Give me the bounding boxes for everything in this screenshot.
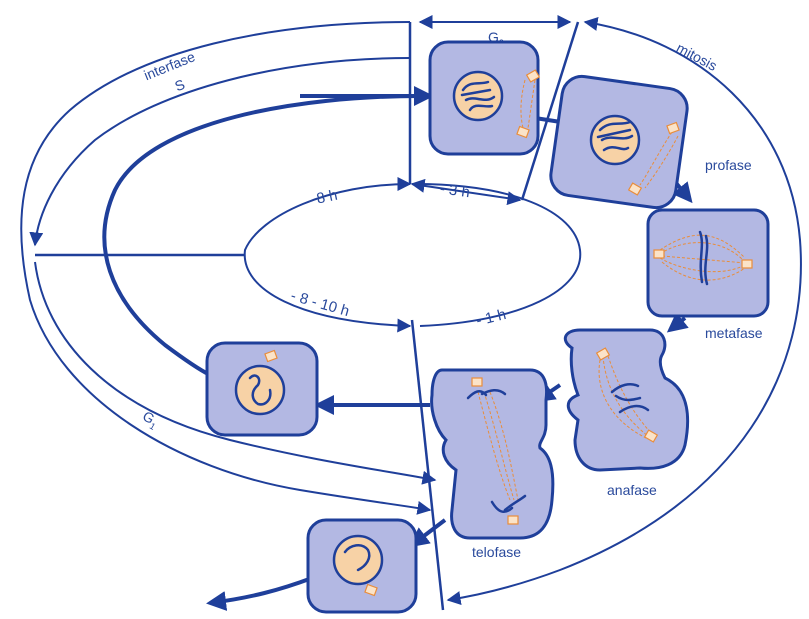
anafase-centrosome-a [595,347,611,361]
mitosis-arc [446,17,802,605]
daughter-nucleus [332,534,384,586]
s-label: S [172,76,187,94]
g1-chromatin [248,374,272,406]
profase-centrosome-b [627,182,643,196]
metafase-centrosome-b [741,259,753,269]
g1-centrosome [264,349,278,363]
metafase-chromosome [698,230,709,286]
anafase-spindle [598,355,653,439]
interfase-outer-arc [20,21,432,515]
metafase-label: metafase [705,325,763,341]
telofase-centrosome-a [471,377,483,387]
profase-centrosome-a [666,121,680,135]
metafase-cell-body [646,208,770,318]
telofase-chromosomes-top [466,389,507,400]
inner-ellipse-right [414,183,582,327]
daughter-centrosome [364,583,378,597]
g1-label: G1 [138,408,161,432]
anafase-label: anafase [607,482,657,498]
s-duration: - 8 h [306,187,339,210]
profase-label: profase [705,157,752,173]
cycle-path-arc [102,94,421,377]
daughter-chromatin [343,544,371,572]
g2-cell [428,40,541,156]
exit-arrow [206,576,313,611]
g1-arc [34,261,437,485]
telofase-centrosome-b [507,515,519,525]
g2-chromosomes [460,80,496,112]
g2-spindle [520,79,536,129]
g1-nucleus [234,364,286,416]
profase-chromosomes [596,120,634,152]
profase-spindle [639,131,679,189]
g2-m-divider [520,21,580,201]
g2-duration: - 3 h [439,180,471,201]
profase-cell [549,74,689,210]
metafase-cell [646,208,770,318]
inner-g2-arrow [410,178,522,206]
g1-cell [205,341,319,437]
g2-centrosome-b [516,125,530,139]
anafase-centrosome-b [643,429,659,443]
anafase-chromosomes [610,383,650,414]
g2-nucleus [452,70,504,122]
metafase-centrosome-a [653,249,665,259]
telofase-label: telofase [472,544,521,560]
m-duration: - 1 h [475,306,508,330]
telofase-spindle [477,391,519,501]
anafase-cell [563,328,690,472]
interfase-label: interfase [141,48,197,83]
mitosis-label: mitosis [674,39,720,74]
m-g1-divider [410,319,445,611]
telofase-cell-body [430,368,555,540]
g2-centrosome-a [525,69,541,83]
s-phase-arc [29,57,411,247]
metafase-to-anafase-arrow [666,312,689,333]
inner-ellipse-left [243,177,412,333]
daughter-cell [306,518,418,614]
telofase-cell [430,368,555,540]
telofase-chromosomes-bottom [490,494,527,514]
